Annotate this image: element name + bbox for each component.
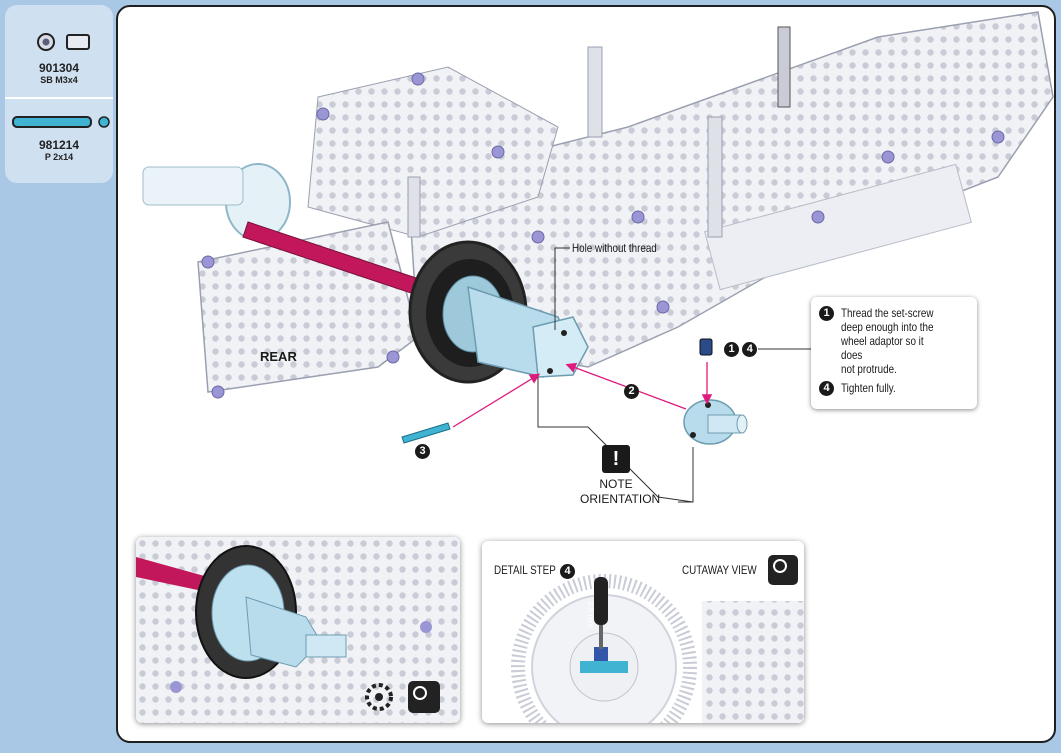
rear-axle-assembly (142, 163, 589, 384)
hole-without-thread-label: Hole without thread (572, 241, 657, 255)
assembled-view-drawing (136, 537, 460, 723)
rear-label: REAR (260, 349, 297, 364)
step-3-badge: 3 (415, 443, 430, 459)
cutaway-view-label: CUTAWAY VIEW (682, 563, 757, 577)
pin-icon (12, 116, 110, 128)
step-2-badge: 2 (624, 383, 639, 399)
part-desc: P 2x14 (44, 152, 74, 162)
cutaway-badge-icon (768, 555, 798, 585)
note-orientation-label: NOTE ORIENTATION (580, 477, 661, 506)
note-icon-glyph: ! (612, 448, 620, 470)
note-icon (602, 445, 630, 473)
gear-check-icon (365, 683, 393, 711)
part-code: 901304 (38, 61, 80, 75)
part-981214: 981214 P 2x14 (5, 138, 113, 162)
detail-step-panel: DETAIL STEP 4 CUTAWAY VIEW 1.5 mm (482, 541, 804, 723)
hex-wrench (594, 577, 608, 625)
part-desc: SB M3x4 (40, 75, 78, 85)
pin-part (401, 422, 451, 444)
detail-step-num: 4 (560, 563, 575, 579)
instruction-callout: 1 Thread the set-screw deep enough into … (811, 297, 977, 409)
wrench-size-label: 1.5 mm (586, 601, 595, 628)
detail-magnifier-icon (408, 681, 440, 713)
assembled-view-panel (136, 537, 460, 723)
leader-lines (537, 247, 811, 503)
detail-step-label: DETAIL STEP (494, 563, 556, 577)
wheel-adapter-part (683, 399, 748, 445)
cutaway-drawing (511, 555, 804, 723)
part-code: 981214 (38, 138, 80, 152)
set-screw-icon (37, 33, 90, 51)
step-1-4-badges: 1 4 (724, 341, 758, 357)
set-screw-part (699, 338, 713, 356)
parts-bag-panel: 901304 SB M3x4 981214 P 2x14 (5, 5, 113, 183)
part-901304: 901304 SB M3x4 (5, 61, 113, 85)
parts-icons (5, 33, 113, 128)
instruction-panel: Hole without thread REAR ! NOTE ORIENTAT… (116, 5, 1056, 743)
assembly-drawing (142, 11, 1054, 503)
